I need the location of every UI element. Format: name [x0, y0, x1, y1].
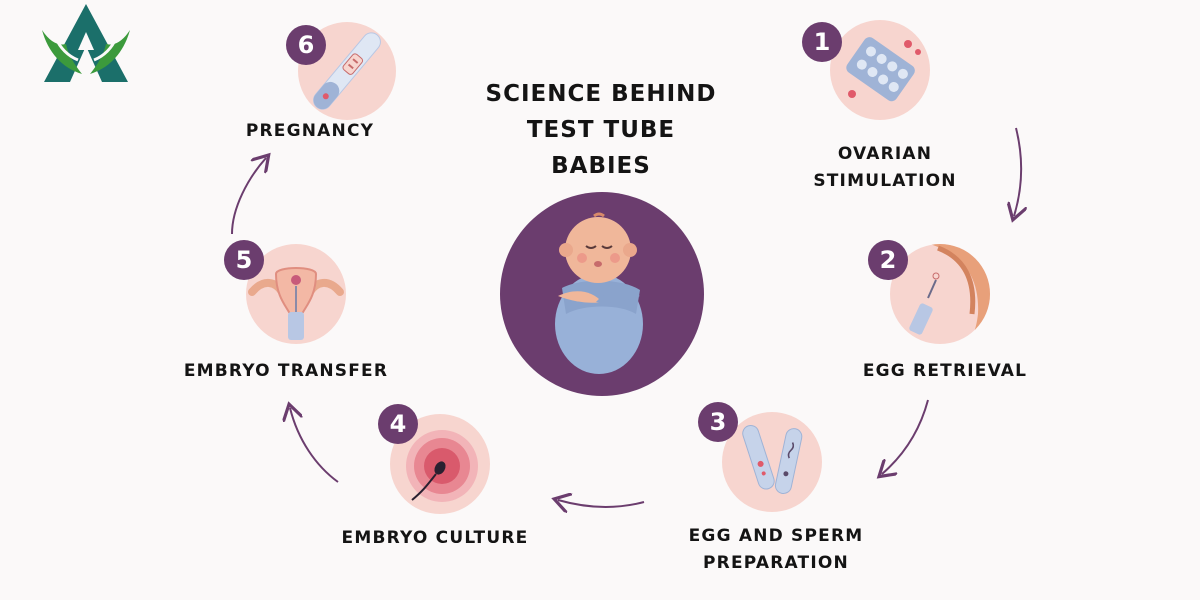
- clinic-logo: [42, 4, 130, 82]
- step-1-label-line-1: OVARIAN: [837, 144, 933, 164]
- title-line-2: TEST TUBE: [526, 117, 676, 143]
- arrow-4-to-5: [290, 408, 339, 483]
- uterus-icon: [248, 267, 344, 340]
- step-3-label: EGG AND SPERM PREPARATION: [666, 523, 886, 577]
- title-line-3: BABIES: [551, 153, 651, 179]
- pill-blister-icon: [846, 37, 921, 102]
- pregnancy-test-icon: [313, 32, 381, 110]
- step-5-label: EMBRYO TRANSFER: [170, 358, 402, 385]
- step-4-badge: 4: [378, 404, 418, 444]
- step-1-label: OVARIAN STIMULATION: [780, 141, 990, 195]
- step-4-label: EMBRYO CULTURE: [325, 525, 545, 552]
- step-6-badge: 6: [286, 25, 326, 65]
- step-3-label-line-2: PREPARATION: [703, 553, 849, 573]
- step-5-badge: 5: [224, 240, 264, 280]
- title-line-1: SCIENCE BEHIND: [485, 81, 717, 107]
- arrow-5-to-6: [231, 158, 266, 235]
- step-2-badge: 2: [868, 240, 908, 280]
- needle-retrieval-icon: [909, 244, 990, 344]
- step-1-disc: [830, 20, 930, 120]
- arrow-1-to-2: [1014, 127, 1021, 216]
- step-6-label: PREGNANCY: [215, 118, 405, 145]
- step-1-badge: 1: [802, 22, 842, 62]
- step-2-label-line-1: EGG RETRIEVAL: [862, 361, 1028, 381]
- test-tubes-icon: [742, 424, 803, 495]
- step-6-label-line-1: PREGNANCY: [245, 121, 375, 141]
- step-2-label: EGG RETRIEVAL: [840, 358, 1050, 385]
- step-5-label-line-1: EMBRYO TRANSFER: [183, 361, 389, 381]
- step-1-label-line-2: STIMULATION: [813, 171, 957, 191]
- step-3-badge: 3: [698, 402, 738, 442]
- step-3-label-line-1: EGG AND SPERM: [688, 526, 864, 546]
- arrow-3-to-4: [558, 500, 645, 507]
- arrow-2-to-3: [882, 399, 929, 474]
- swaddled-baby-illustration: [500, 192, 704, 396]
- step-3-disc: [722, 412, 822, 512]
- step-4-label-line-1: EMBRYO CULTURE: [341, 528, 529, 548]
- egg-sperm-icon: [406, 430, 478, 502]
- diagram-title: SCIENCE BEHIND TEST TUBE BABIES: [470, 76, 732, 184]
